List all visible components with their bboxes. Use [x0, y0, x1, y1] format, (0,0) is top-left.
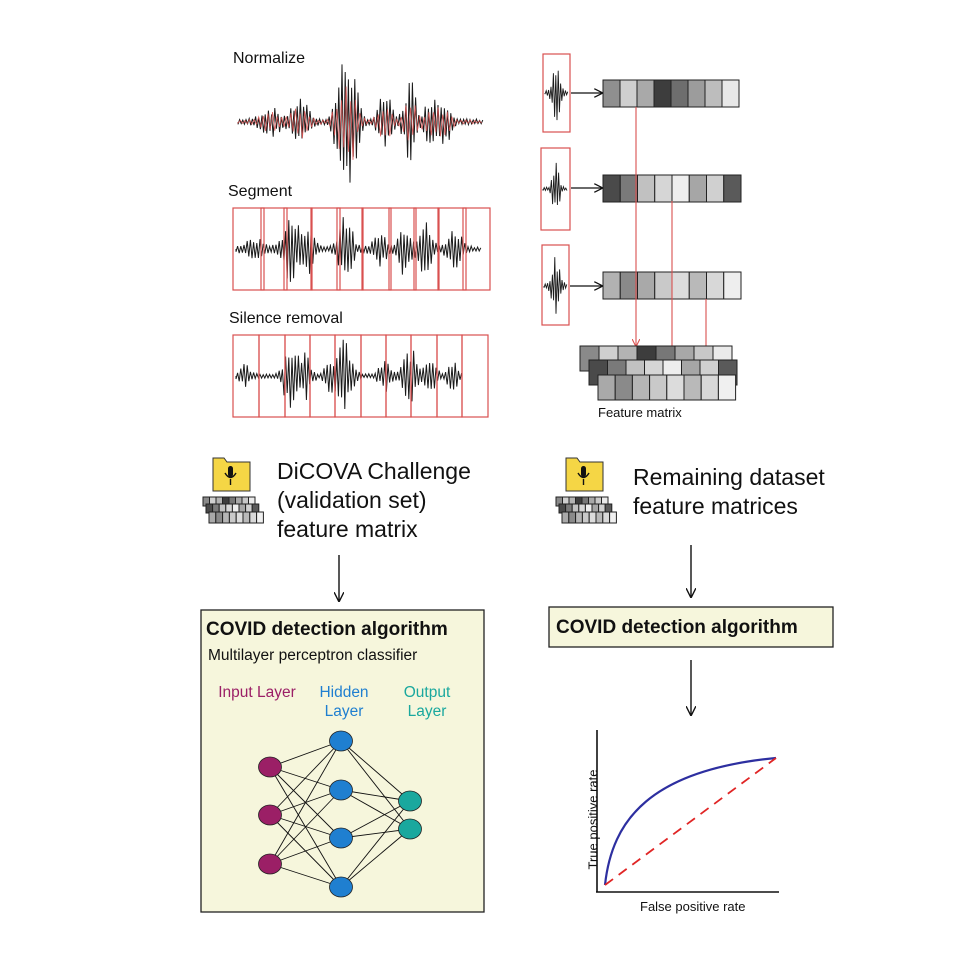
hidden-layer-label: Hidden Layer — [319, 684, 369, 720]
silence-boxes — [232, 334, 489, 418]
hidden-node — [329, 779, 353, 801]
feature-vector-2 — [602, 174, 742, 203]
hidden-node — [329, 730, 353, 752]
normalize-label: Normalize — [233, 50, 306, 67]
roc-curve — [603, 756, 777, 886]
right-dataset-text: Remaining dataset feature matrices — [633, 464, 825, 519]
feature-extraction — [540, 53, 742, 401]
left-dataset-text: DiCOVA Challenge (validation set) featur… — [277, 458, 471, 542]
normalize-waveform — [237, 64, 484, 183]
feature-matrix-label: Feature matrix — [598, 405, 682, 420]
input-node — [258, 756, 282, 778]
microphone-folder-icon — [212, 457, 251, 492]
roc-xlabel: False positive rate — [640, 899, 746, 914]
feature-vector-3 — [602, 271, 742, 300]
segment-boxes — [232, 207, 491, 291]
roc-diagonal — [604, 757, 777, 886]
hidden-node — [329, 827, 353, 849]
input-layer-label: Input Layer — [218, 684, 296, 701]
detection-box-right — [548, 606, 834, 648]
mlp-box-subtitle: Multilayer perceptron classifier — [208, 647, 418, 664]
feature-stack-icon — [555, 496, 617, 524]
segment-waveform — [232, 207, 491, 291]
silence-removal-waveform — [232, 334, 489, 418]
output-node — [398, 790, 422, 812]
hidden-node — [329, 876, 353, 898]
segment-label: Segment — [228, 183, 293, 200]
mlp-box — [200, 609, 485, 913]
right-box-title: COVID detection algorithm — [556, 617, 798, 638]
output-layer-label: Output Layer — [403, 684, 451, 720]
silence-removal-label: Silence removal — [229, 310, 343, 327]
roc-plot — [596, 730, 779, 893]
roc-ylabel: True positive rate — [585, 769, 601, 870]
microphone-folder-icon — [565, 457, 604, 492]
input-node — [258, 853, 282, 875]
neural-network — [258, 730, 422, 898]
feature-vector-1 — [602, 79, 740, 108]
segment-snippet-1 — [542, 53, 571, 133]
segment-snippet-3 — [541, 244, 570, 326]
feature-stack-icon — [202, 496, 264, 524]
output-node — [398, 818, 422, 840]
feature-matrix-stack — [579, 345, 738, 401]
input-node — [258, 804, 282, 826]
mlp-box-title: COVID detection algorithm — [206, 619, 448, 640]
segment-snippet-2 — [540, 147, 571, 231]
